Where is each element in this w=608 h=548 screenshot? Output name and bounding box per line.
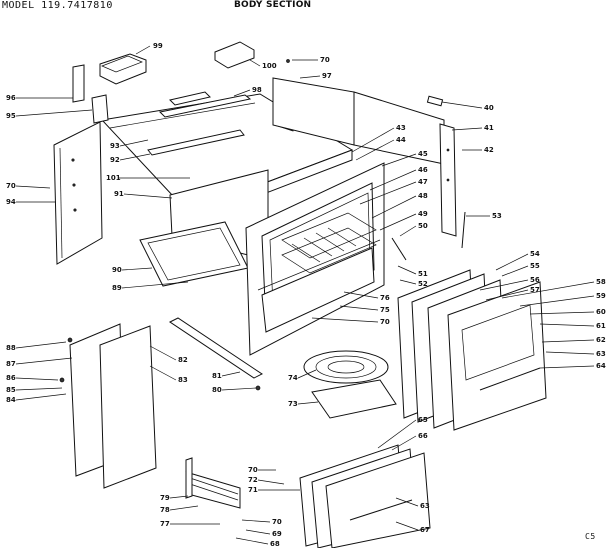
callout: 40 [484, 104, 494, 112]
callout: 72 [248, 476, 258, 484]
callout: 84 [6, 396, 16, 404]
callout: 85 [6, 386, 16, 394]
callout: 43 [396, 124, 406, 132]
callout: 92 [110, 156, 120, 164]
callout: 89 [112, 284, 122, 292]
callout: 68 [270, 540, 280, 548]
part-98-bar [158, 94, 252, 118]
callout: 59 [596, 292, 606, 300]
callout: 97 [322, 72, 332, 80]
callout: 99 [153, 42, 163, 50]
callout: 61 [596, 322, 606, 330]
callout: 87 [6, 360, 16, 368]
callout: 51 [418, 270, 428, 278]
callout: 41 [484, 124, 494, 132]
callout: 70 [380, 318, 390, 326]
drawer-slide [185, 471, 241, 509]
callout: 93 [110, 142, 120, 150]
callout: 71 [248, 486, 258, 494]
callout: 73 [288, 400, 298, 408]
callout: 66 [418, 432, 428, 440]
callout: 69 [272, 530, 282, 538]
callout: 81 [212, 372, 222, 380]
callout: 47 [418, 178, 428, 186]
corner-code: C5 [585, 532, 596, 541]
callout: 98 [252, 86, 262, 94]
callout: 91 [114, 190, 124, 198]
callout: 83 [178, 376, 188, 384]
callout: 63 [420, 502, 430, 510]
callout: 95 [6, 112, 16, 120]
callout: 82 [178, 356, 188, 364]
callout: 46 [418, 166, 428, 174]
callout: 49 [418, 210, 428, 218]
oven-racks [281, 212, 377, 274]
callout: 70 [6, 182, 16, 190]
callout: 48 [418, 192, 428, 200]
callout: 77 [160, 520, 170, 528]
callout: 55 [530, 262, 540, 270]
callout: 65 [418, 416, 428, 424]
callout-labels: 99 100 70 97 96 95 98 40 41 42 93 92 101… [6, 42, 606, 548]
callout: 76 [380, 294, 390, 302]
callout: 70 [272, 518, 282, 526]
part-81-rail [169, 317, 263, 379]
callout: 57 [530, 286, 540, 294]
callout: 78 [160, 506, 170, 514]
oven-door-assembly [397, 269, 547, 431]
callout: 52 [418, 280, 428, 288]
callout: 62 [596, 336, 606, 344]
left-side-panel [53, 121, 103, 265]
callout: 64 [596, 362, 606, 370]
parts-drawing [53, 41, 547, 548]
callout: 42 [484, 146, 494, 154]
callout: 74 [288, 374, 298, 382]
storage-drawer [299, 444, 431, 548]
callout: 67 [420, 526, 430, 534]
callout: 44 [396, 136, 406, 144]
callout: 58 [596, 278, 606, 286]
callout: 90 [112, 266, 122, 274]
page-title: BODY SECTION [234, 0, 312, 10]
callout: 96 [6, 94, 16, 102]
part-100-tray [214, 41, 255, 69]
rear-bracket [72, 64, 85, 103]
callout: 60 [596, 308, 606, 316]
callout: 100 [262, 62, 277, 70]
callout: 75 [380, 306, 390, 314]
callout: 80 [212, 386, 222, 394]
callout: 50 [418, 222, 428, 230]
callout: 63 [596, 350, 606, 358]
callout: 45 [418, 150, 428, 158]
callout: 54 [530, 250, 540, 258]
callout: 94 [6, 198, 16, 206]
callout: 86 [6, 374, 16, 382]
callout: 70 [320, 56, 330, 64]
broiler-pan [303, 350, 397, 419]
callout: 79 [160, 494, 170, 502]
model-number: MODEL 119.7417810 [2, 0, 113, 11]
callout: 56 [530, 276, 540, 284]
callout: 70 [248, 466, 258, 474]
callout: 101 [106, 174, 121, 182]
callout: 53 [492, 212, 502, 220]
callout: 88 [6, 344, 16, 352]
